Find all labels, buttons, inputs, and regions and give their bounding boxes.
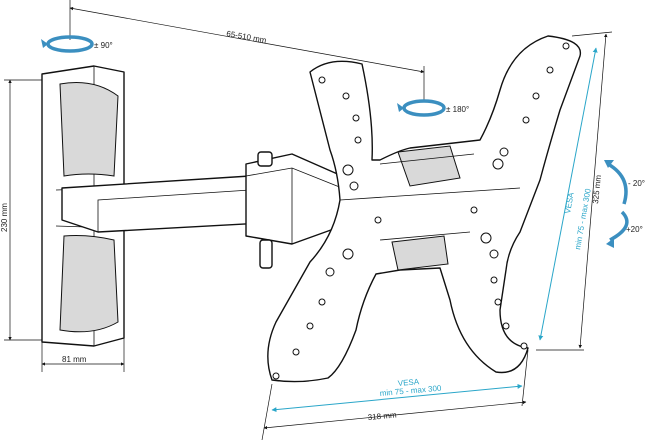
mount-holes bbox=[272, 42, 570, 380]
tilt-down-label: - 20° bbox=[628, 179, 645, 188]
vesa-vertical-range: min 75 - max 300 bbox=[573, 187, 593, 250]
width-label: 81 mm bbox=[62, 355, 87, 364]
rotate-angle-label: ± 180° bbox=[446, 105, 469, 114]
rotation-arrow-swivel bbox=[41, 35, 94, 53]
tilt-up-label: +20° bbox=[626, 225, 643, 234]
depth-label: 65-510 mm bbox=[226, 29, 268, 45]
height-label: 230 mm bbox=[0, 203, 9, 232]
vesa-vertical-title: VESA bbox=[563, 191, 576, 214]
vesa-plate bbox=[267, 35, 582, 383]
plate-height-label: 325 mm bbox=[591, 174, 603, 204]
plate-width-label: 318 mm bbox=[367, 410, 397, 422]
rotation-arrow-tilt bbox=[604, 160, 629, 248]
rotation-arrow-rotate bbox=[397, 99, 446, 117]
swing-arm bbox=[61, 151, 343, 269]
dimension-lines bbox=[4, 0, 613, 441]
vesa-horizontal-title: VESA bbox=[397, 377, 420, 388]
swivel-angle-label: ± 90° bbox=[94, 41, 113, 50]
vesa-horizontal-range: min 75 - max 300 bbox=[379, 384, 442, 398]
